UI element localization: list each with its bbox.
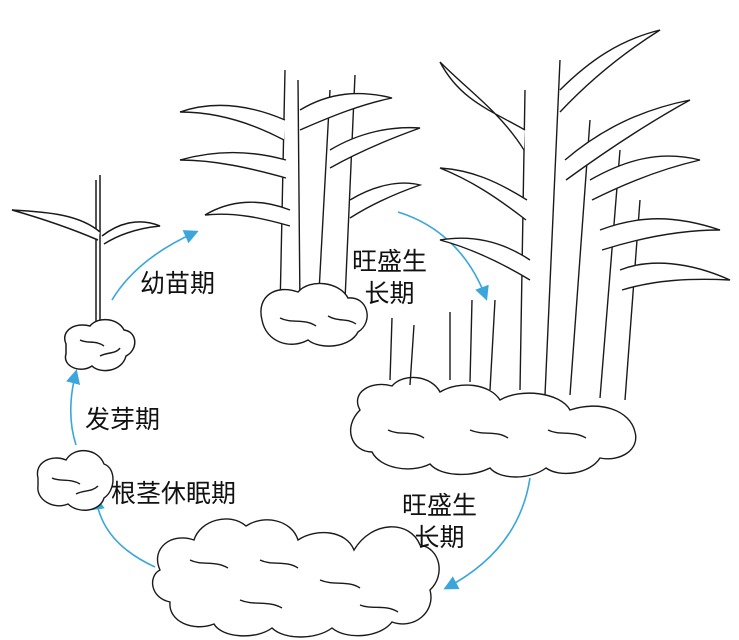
stage-label-vigorous-growth-bottom-line2: 长期 <box>414 523 465 552</box>
arrow-to-harvest-icon <box>443 477 531 590</box>
arrow-to-seedling-icon <box>111 230 199 301</box>
arrow-to-sprouting-icon <box>66 369 81 446</box>
stage-label-rhizome-dormancy: 根茎休眠期 <box>111 479 237 508</box>
stage-label-vigorous-growth-bottom-line1: 旺盛生 <box>402 491 478 520</box>
ginger-mature-plant-illustration <box>349 29 731 478</box>
cycle-arrows <box>66 211 531 590</box>
stage-label-vigorous-growth-bottom: 旺盛生 长期 <box>402 490 477 554</box>
ginger-seedling-illustration <box>179 69 423 347</box>
stage-label-sprouting: 发芽期 <box>85 405 161 434</box>
stage-label-seedling: 幼苗期 <box>140 269 216 298</box>
ginger-rhizome-illustration <box>151 518 440 638</box>
stage-label-vigorous-growth-top-line1: 旺盛生 <box>352 247 428 276</box>
stage-label-vigorous-growth-top-line2: 长期 <box>364 279 415 308</box>
ginger-seed-piece-illustration <box>36 450 114 511</box>
stage-label-vigorous-growth-top: 旺盛生 长期 <box>352 246 427 310</box>
ginger-sprout-illustration <box>11 175 161 372</box>
